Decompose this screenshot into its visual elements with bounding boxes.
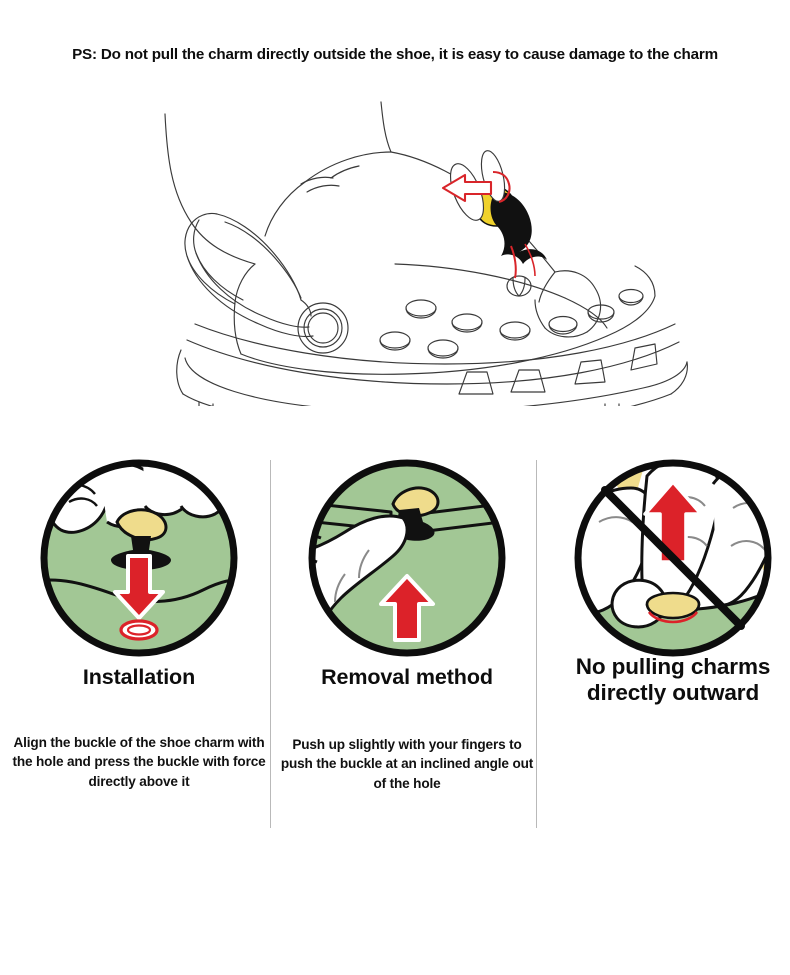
- ps-note: PS: Do not pull the charm directly outsi…: [0, 46, 790, 64]
- installation-illustration: [39, 458, 239, 658]
- panel-title-no-pulling-outward: No pulling charms directly outward: [540, 654, 790, 706]
- ps-note-text: PS: Do not pull the charm directly outsi…: [72, 46, 718, 63]
- instruction-panels: Installation Align the buckle of the sho…: [0, 452, 790, 852]
- panel-title-line-1: No pulling charms: [575, 654, 771, 679]
- removal-illustration: [307, 458, 507, 658]
- no-pulling-illustration: [573, 458, 773, 658]
- panel-divider-2: [536, 460, 537, 828]
- down-arrow-icon: [113, 554, 165, 620]
- panel-body-removal-method: Push up slightly with your fingers to pu…: [280, 737, 534, 791]
- hero-charm: [472, 184, 547, 279]
- panel-title-line-2: directly outward: [586, 680, 760, 706]
- hero-arrow: [441, 170, 511, 204]
- panel-title-installation: Installation: [82, 665, 196, 689]
- up-arrow-icon: [379, 574, 435, 642]
- panel-body-installation: Align the buckle of the shoe charm with …: [12, 735, 266, 789]
- panel-title-removal-method: Removal method: [321, 665, 493, 689]
- hero-illustration: [95, 96, 695, 406]
- panel-no-pulling-outward: No pulling charms directly outward: [540, 452, 790, 852]
- panel-divider-1: [270, 460, 271, 828]
- panel-installation: Installation Align the buckle of the sho…: [6, 452, 272, 852]
- panel-removal-method: Removal method Push up slightly with you…: [274, 452, 540, 852]
